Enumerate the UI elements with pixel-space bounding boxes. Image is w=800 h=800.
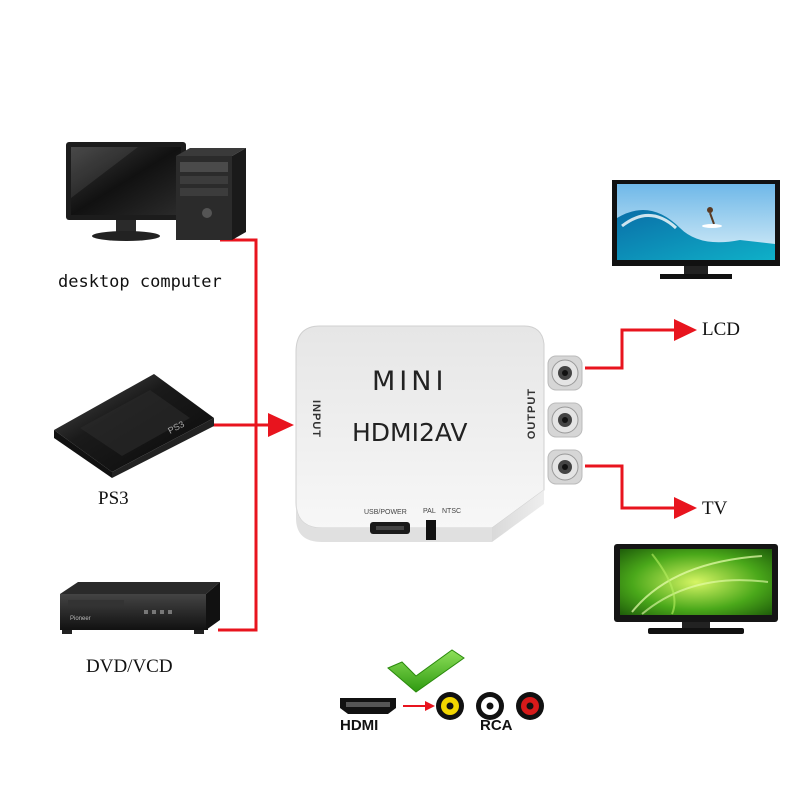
rca-yellow-plug bbox=[436, 692, 464, 720]
legend-arrow-icon bbox=[403, 701, 435, 711]
ntsc-label: NTSC bbox=[442, 508, 462, 515]
tv-label: TV bbox=[702, 498, 728, 519]
tv-image bbox=[614, 544, 778, 634]
lcd-label: LCD bbox=[702, 319, 740, 340]
hdmi2av-converter-box: MINI HDMI2AV INPUT OUTPUT USB/POWER PAL … bbox=[292, 322, 548, 544]
rca-jack-middle bbox=[547, 402, 583, 438]
desktop-computer-image bbox=[66, 142, 246, 241]
checkmark-icon bbox=[387, 649, 465, 693]
rca-legend-label: RCA bbox=[480, 717, 513, 734]
rca-jack-bottom bbox=[547, 449, 583, 485]
ps3-label: PS3 bbox=[98, 488, 129, 509]
dvd-connection-line bbox=[218, 425, 258, 632]
converter-mini-text: MINI bbox=[372, 366, 448, 397]
rca-output-jacks bbox=[547, 355, 583, 485]
rca-plugs-icon bbox=[436, 692, 544, 720]
input-arrowhead bbox=[268, 413, 294, 437]
output-port-label: OUTPUT bbox=[526, 388, 538, 440]
tv-connection-line bbox=[585, 464, 680, 510]
desktop-connection-line bbox=[220, 238, 258, 425]
ps3-console-image: PS3 bbox=[54, 374, 214, 478]
rca-jack-top bbox=[547, 355, 583, 391]
rca-white-plug bbox=[476, 692, 504, 720]
hdmi-legend-label: HDMI bbox=[340, 717, 379, 734]
input-port-label: INPUT bbox=[310, 400, 322, 438]
lcd-connection-line bbox=[585, 328, 680, 370]
desktop-computer-label: desktop computer bbox=[58, 272, 222, 292]
dvd-vcd-label: DVD/VCD bbox=[86, 656, 173, 677]
rca-red-plug bbox=[516, 692, 544, 720]
hdmi-connector-icon bbox=[340, 698, 396, 714]
pal-label: PAL bbox=[423, 508, 436, 515]
converter-model-text: HDMI2AV bbox=[352, 418, 468, 447]
converter-body bbox=[295, 325, 545, 542]
dvd-player-image: Pioneer bbox=[60, 582, 220, 634]
lcd-monitor-image bbox=[612, 180, 780, 279]
tv-arrowhead bbox=[674, 497, 697, 519]
dvd-brand-text: Pioneer bbox=[70, 616, 91, 622]
usb-power-label: USB/POWER bbox=[364, 509, 407, 516]
lcd-arrowhead bbox=[674, 319, 697, 341]
pal-ntsc-switch bbox=[426, 520, 436, 540]
